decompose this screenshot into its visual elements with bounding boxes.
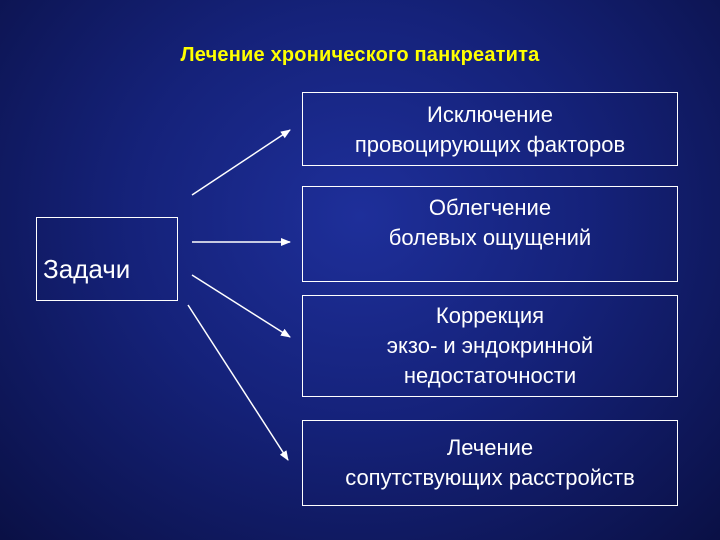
target-box-correction: Коррекция экзо- и эндокринной недостаточ… — [302, 295, 678, 397]
page-title: Лечение хронического панкреатита — [180, 44, 540, 66]
arrow-to-target-1 — [191, 129, 291, 196]
target-box-comorbidities: Лечение сопутствующих расстройств — [302, 420, 678, 506]
target-box-pain-relief: Облегчение болевых ощущений — [302, 186, 678, 282]
arrow-to-target-4 — [187, 304, 289, 461]
source-box-tasks: Задачи — [36, 217, 178, 301]
target-box-exclusion: Исключение провоцирующих факторов — [302, 92, 678, 166]
arrow-to-target-3 — [191, 274, 291, 338]
